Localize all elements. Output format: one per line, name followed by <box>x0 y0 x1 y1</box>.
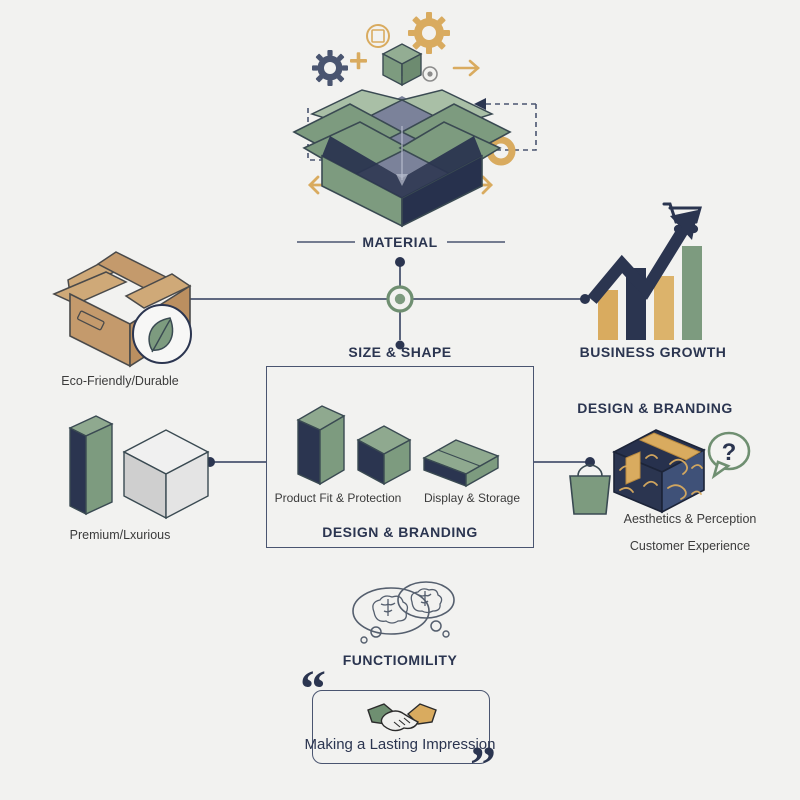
node-label-material: MATERIAL <box>362 234 438 250</box>
shopping-bag-icon <box>569 464 611 515</box>
flat-box-icon <box>422 439 500 488</box>
caption-premium: Premium/Lxurious <box>69 528 171 542</box>
caption-aesthetics: Aesthetics & Perception <box>623 512 757 526</box>
panel-item-label-1: Display & Storage <box>423 491 521 505</box>
question-bubble-icon: ? <box>707 431 751 480</box>
cart-icon <box>662 202 702 234</box>
small-gear-icon <box>422 66 438 82</box>
handshake-icon <box>367 703 437 732</box>
premium-boxes-icon <box>68 415 210 520</box>
thought-brains-icon <box>352 581 455 644</box>
decor-icon-cluster <box>312 12 480 87</box>
size-shape-panel <box>266 366 534 548</box>
plus-icon <box>350 52 367 70</box>
arrow-right-icon <box>452 59 480 77</box>
open-box-icon <box>292 89 512 228</box>
question-glyph: ? <box>722 439 737 466</box>
panel-item-label-0: Product Fit & Protection <box>274 491 402 505</box>
badge-icon <box>366 24 390 48</box>
gift-box-icon <box>612 429 706 514</box>
small-box-icon <box>381 43 423 87</box>
tall-box-icon <box>296 405 346 486</box>
close-quote-mark: ” <box>470 737 496 794</box>
panel-footer-design-branding: DESIGN & BRANDING <box>322 524 478 540</box>
quote-text: Making a Lasting Impression <box>304 736 496 753</box>
quote-frame <box>312 690 490 764</box>
caption-eco-friendly: Eco-Friendly/Durable <box>61 374 179 388</box>
node-label-functionality: FUNCTIOMILITY <box>342 652 458 668</box>
node-label-size-shape: SIZE & SHAPE <box>348 344 452 360</box>
node-label-design-branding: DESIGN & BRANDING <box>577 400 733 416</box>
cube-box-icon <box>356 425 412 486</box>
leaf-icon <box>132 304 192 364</box>
caption-customer-experience: Customer Experience <box>629 539 751 553</box>
panel-box-icons <box>296 405 500 488</box>
gear-icon <box>312 50 348 86</box>
node-label-business-growth: BUSINESS GROWTH <box>579 344 727 360</box>
growth-chart-icon <box>587 202 702 340</box>
open-quote-mark: “ <box>300 661 326 718</box>
gear-icon <box>408 12 450 54</box>
